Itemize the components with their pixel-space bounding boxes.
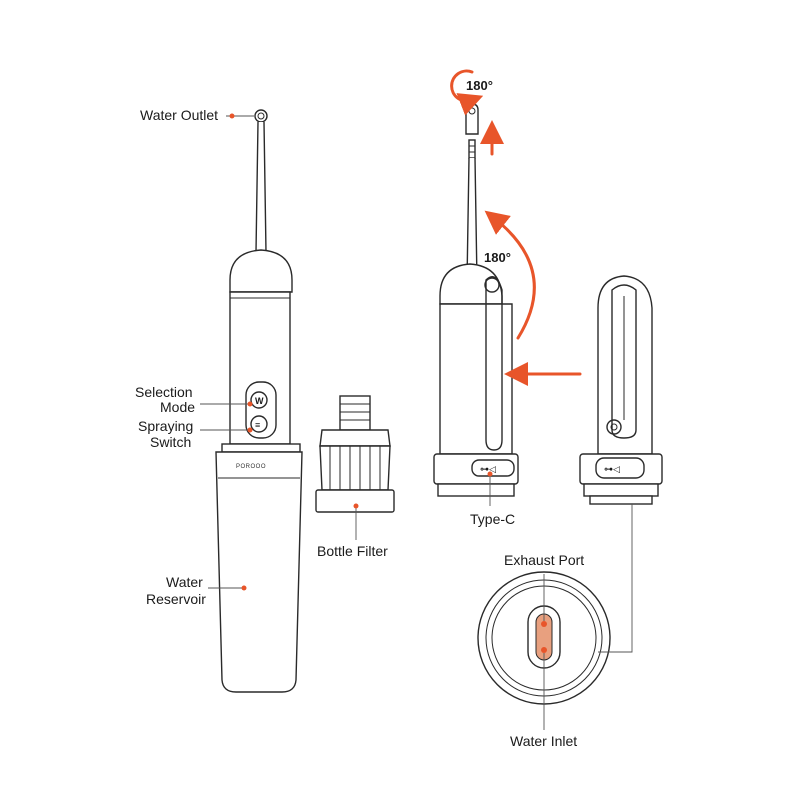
left-labels: Water Outlet Selection Mode Spraying Swi…	[135, 107, 254, 607]
label-water-reservoir-2: Reservoir	[146, 591, 206, 607]
label-spraying-switch-1: Spraying	[138, 418, 193, 434]
svg-text:W: W	[255, 396, 264, 406]
label-exhaust-port: Exhaust Port	[504, 552, 584, 568]
svg-text:≡: ≡	[255, 420, 260, 430]
rotate-180-arrow-mid	[484, 210, 536, 340]
connector-line	[598, 504, 633, 653]
base-labels: Exhaust Port Water Inlet	[504, 552, 584, 749]
label-water-inlet: Water Inlet	[510, 733, 577, 749]
type-c-label: Type-C	[470, 471, 515, 527]
label-rotation-top: 180°	[466, 78, 493, 93]
exhaust-port	[541, 621, 547, 627]
water-inlet	[541, 647, 547, 653]
label-selection-mode-1: Selection	[135, 384, 193, 400]
label-water-reservoir-1: Water	[166, 574, 203, 590]
nozzle-rotated	[466, 157, 478, 283]
brand-logo: POROOO	[236, 464, 266, 470]
svg-text:⊶◁: ⊶◁	[480, 464, 496, 474]
rotate-180-arrow-top	[450, 69, 484, 116]
selection-mode-button	[250, 391, 268, 409]
svg-text:⊶◁: ⊶◁	[604, 464, 620, 474]
rotation-indicators: 180° 180°	[450, 69, 582, 386]
bottle-filter	[315, 395, 395, 513]
collar	[221, 443, 301, 453]
irrigator-full-view: W ≡ POROOO	[215, 109, 303, 693]
type-c-port	[471, 459, 515, 477]
water-outlet-tip	[254, 109, 268, 123]
irrigator-folding-view: ⊶◁	[433, 103, 519, 497]
label-spraying-switch-2: Switch	[150, 434, 191, 450]
handle-body-side	[439, 303, 513, 455]
filter-base	[315, 489, 395, 513]
nozzle	[255, 121, 267, 253]
head-cap	[229, 249, 293, 293]
base-bottom-view	[477, 504, 633, 705]
label-selection-mode-2: Mode	[160, 399, 195, 415]
filter-label: Bottle Filter	[317, 503, 388, 559]
label-rotation-mid: 180°	[484, 250, 511, 265]
handle-body-folded	[597, 275, 653, 455]
water-reservoir	[215, 451, 303, 693]
irrigator-folded-view: ⊶◁	[579, 275, 663, 505]
spraying-switch-button	[250, 415, 268, 433]
label-bottle-filter: Bottle Filter	[317, 543, 388, 559]
label-water-outlet: Water Outlet	[140, 107, 218, 123]
filter-thread	[339, 395, 371, 431]
label-type-c: Type-C	[470, 511, 515, 527]
